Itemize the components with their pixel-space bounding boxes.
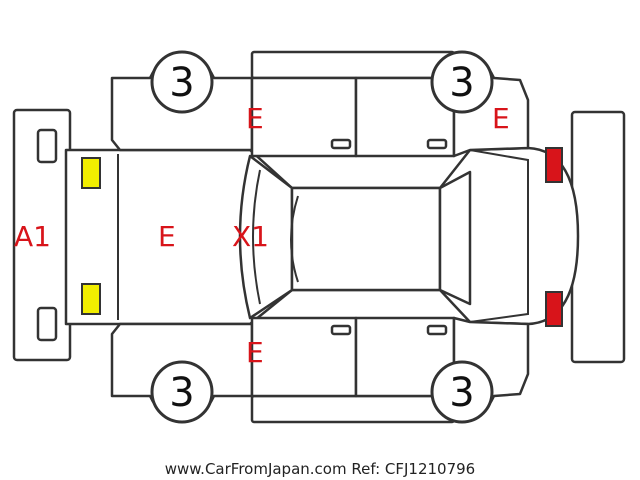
rear-bumper — [570, 110, 626, 364]
tire-rear-right: 3 — [430, 360, 494, 424]
source-caption: www.CarFromJapan.com Ref: CFJ1210796 — [165, 460, 475, 478]
tire-front-left-grade: 3 — [169, 60, 194, 106]
tire-front-left: 3 — [150, 50, 214, 114]
mark-windshield: X1 — [232, 220, 269, 253]
mark-front-bumper: A1 — [14, 220, 51, 253]
mark-left-rear-panel: E — [492, 102, 510, 135]
mark-right-front-fender: E — [246, 336, 264, 369]
tire-rear-right-grade: 3 — [449, 370, 474, 416]
tire-rear-left: 3 — [430, 50, 494, 114]
car-body — [64, 146, 580, 326]
tire-rear-left-grade: 3 — [449, 60, 474, 106]
mark-hood: E — [158, 220, 176, 253]
tire-front-right-grade: 3 — [169, 370, 194, 416]
rear-lamp-right — [545, 291, 563, 327]
mark-left-front-fender: E — [246, 102, 264, 135]
rear-lamp-left — [545, 147, 563, 183]
front-lamp-left — [81, 157, 101, 189]
front-lamp-right — [81, 283, 101, 315]
tire-front-right: 3 — [150, 360, 214, 424]
